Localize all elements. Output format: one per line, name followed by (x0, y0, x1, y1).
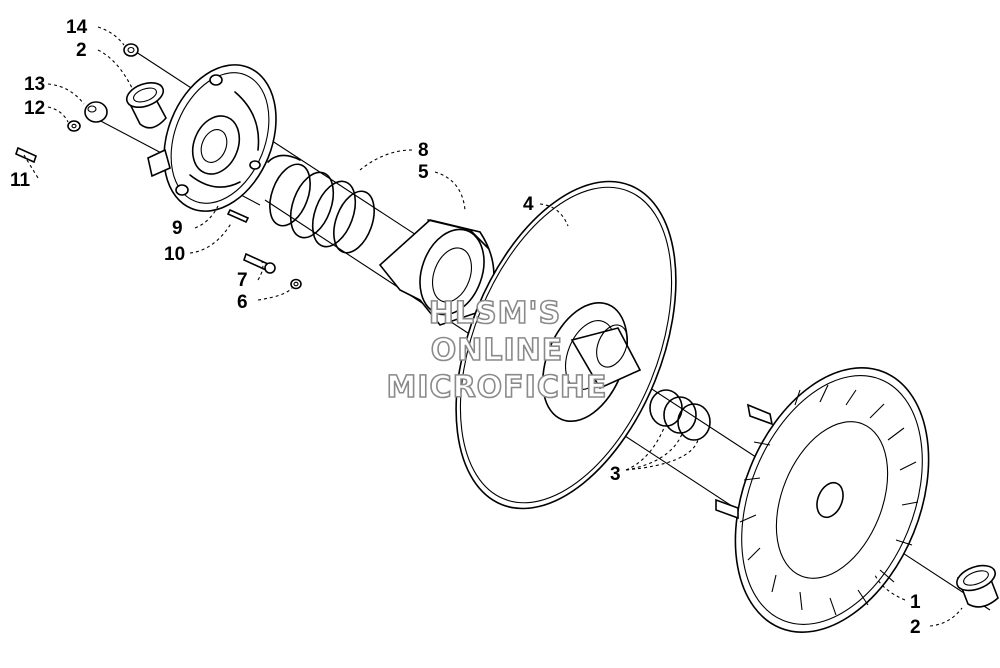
callout-12: 12 (24, 98, 45, 119)
part-9-spider-plate (147, 64, 277, 212)
callout-6: 6 (237, 292, 248, 313)
part-7-bolt (243, 252, 276, 274)
callout-7: 7 (237, 270, 248, 291)
part-10-pin (226, 208, 250, 224)
part-2-bushing-bottom (956, 564, 999, 608)
watermark: HLSM'S ONLINE MICROFICHE (386, 295, 608, 406)
part-4-movable-sheave (455, 180, 677, 510)
callout-13: 13 (24, 74, 45, 95)
part-2-bushing-top (125, 81, 167, 129)
watermark-line-1: HLSM'S (429, 296, 561, 331)
part-6-nut (290, 278, 302, 290)
callout-10: 10 (164, 244, 185, 265)
callout-2-top: 2 (76, 40, 87, 61)
part-11-pin (15, 146, 37, 164)
callout-1: 1 (910, 592, 921, 613)
callout-9: 9 (172, 218, 183, 239)
watermark-line-2: ONLINE (431, 333, 564, 368)
part-14-nut (123, 43, 139, 57)
callout-5: 5 (418, 162, 429, 183)
part-12-washer (67, 120, 81, 132)
part-1-fixed-sheave (715, 367, 930, 633)
watermark-line-3: MICROFICHE (387, 370, 608, 405)
callout-labels: 14 2 13 12 11 9 10 8 5 7 6 4 3 1 2 (10, 17, 921, 638)
callout-3: 3 (610, 464, 621, 485)
part-8-spring (267, 154, 375, 254)
part-3-springs (649, 389, 711, 441)
callout-4: 4 (523, 194, 534, 215)
callout-8: 8 (418, 140, 429, 161)
part-13-roller (84, 101, 108, 123)
callout-leaders (23, 26, 963, 627)
callout-14: 14 (66, 17, 88, 38)
callout-2-bottom: 2 (910, 617, 921, 638)
part-5-cam (378, 219, 495, 326)
callout-11: 11 (10, 170, 31, 191)
